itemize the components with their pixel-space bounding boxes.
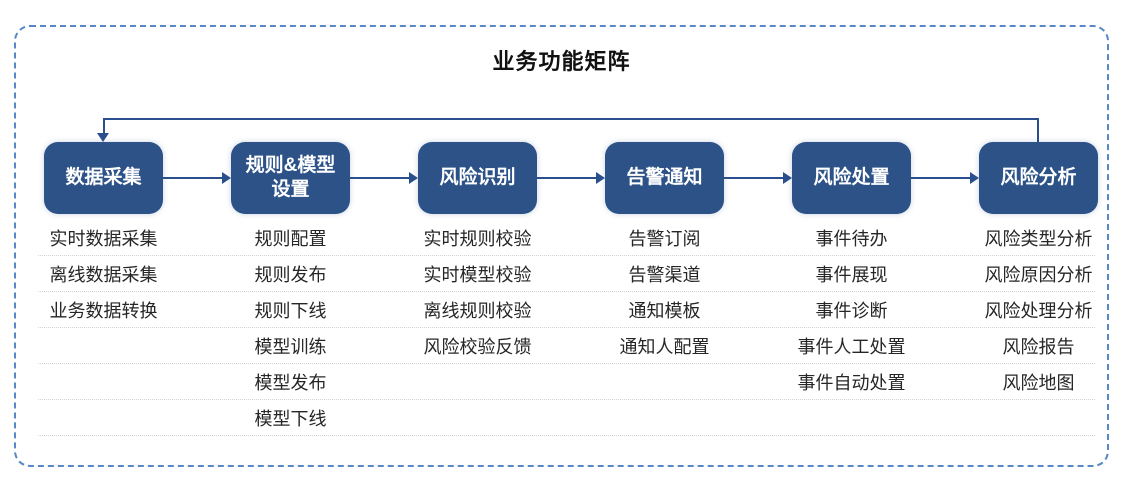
feature-item: 事件人工处置 [797,337,906,357]
arrow-line [350,177,410,179]
stage-box-rule-model-setup: 规则&模型设置 [231,142,350,214]
feature-item: 规则下线 [254,301,327,321]
stage-box-risk-handling: 风险处置 [792,142,911,214]
feature-list-data-collection: 实时数据采集 离线数据采集 业务数据转换 [10,221,197,329]
arrowhead-icon [222,172,231,184]
feature-item: 告警订阅 [628,229,701,249]
feature-list-rule-model-setup: 规则配置 规则发布 规则下线 模型训练 模型发布 模型下线 [197,221,384,437]
feature-item: 实时规则校验 [423,229,532,249]
arrowhead-icon [970,172,979,184]
feature-item: 通知模板 [628,301,701,321]
feature-item: 模型发布 [254,373,327,393]
feature-item: 风险地图 [1002,373,1075,393]
feature-item: 事件诊断 [815,301,888,321]
feature-item: 风险原因分析 [984,265,1093,285]
feature-item: 离线数据采集 [49,265,158,285]
page-title: 业务功能矩阵 [492,49,631,74]
row-separator [38,327,1095,328]
feature-item: 离线规则校验 [423,301,532,321]
feature-item: 事件自动处置 [797,373,906,393]
row-separator [38,363,1095,364]
feature-item: 实时数据采集 [49,229,158,249]
stage-label: 风险处置 [813,167,890,189]
row-separator [38,291,1095,292]
feature-item: 实时模型校验 [423,265,532,285]
feature-list-alert-notification: 告警订阅 告警渠道 通知模板 通知人配置 [571,221,758,365]
stage-label: 数据采集 [65,167,142,189]
arrow-line [724,177,784,179]
feedback-arrowhead-icon [97,133,109,142]
arrow-line [537,177,597,179]
feature-list-risk-analysis: 风险类型分析 风险原因分析 风险处理分析 风险报告 风险地图 [945,221,1132,401]
feature-item: 事件待办 [815,229,888,249]
feature-item: 告警渠道 [628,265,701,285]
feature-item: 业务数据转换 [49,301,158,321]
matrix-dashed-frame [14,25,1109,467]
feature-item: 规则发布 [254,265,327,285]
arrow-line [911,177,971,179]
feedback-connector-right-vertical [1037,118,1039,144]
arrowhead-icon [596,172,605,184]
stage-box-alert-notification: 告警通知 [605,142,724,214]
arrowhead-icon [783,172,792,184]
stage-box-data-collection: 数据采集 [44,142,163,214]
row-separator [38,435,1095,436]
stage-label: 风险识别 [439,167,516,189]
arrowhead-icon [409,172,418,184]
feature-list-risk-handling: 事件待办 事件展现 事件诊断 事件人工处置 事件自动处置 [758,221,945,401]
stage-label: 告警通知 [626,167,703,189]
arrow-line [163,177,223,179]
feature-item: 风险处理分析 [984,301,1093,321]
stage-box-risk-analysis: 风险分析 [979,142,1098,214]
stage-label: 风险分析 [1000,167,1077,189]
feature-item: 事件展现 [815,265,888,285]
stage-label: 规则&模型设置 [245,155,336,200]
feature-item: 风险类型分析 [984,229,1093,249]
stage-box-risk-identification: 风险识别 [418,142,537,214]
row-separator [38,399,1095,400]
feature-item: 模型训练 [254,337,327,357]
feedback-connector-left-vertical [103,118,105,135]
feature-item: 风险报告 [1002,337,1075,357]
feedback-connector-horizontal [103,118,1039,120]
row-separator [38,255,1095,256]
feature-item: 风险校验反馈 [423,337,532,357]
feature-item: 通知人配置 [619,337,710,357]
feature-list-risk-identification: 实时规则校验 实时模型校验 离线规则校验 风险校验反馈 [384,221,571,365]
feature-item: 规则配置 [254,229,327,249]
feature-item: 模型下线 [254,409,327,429]
